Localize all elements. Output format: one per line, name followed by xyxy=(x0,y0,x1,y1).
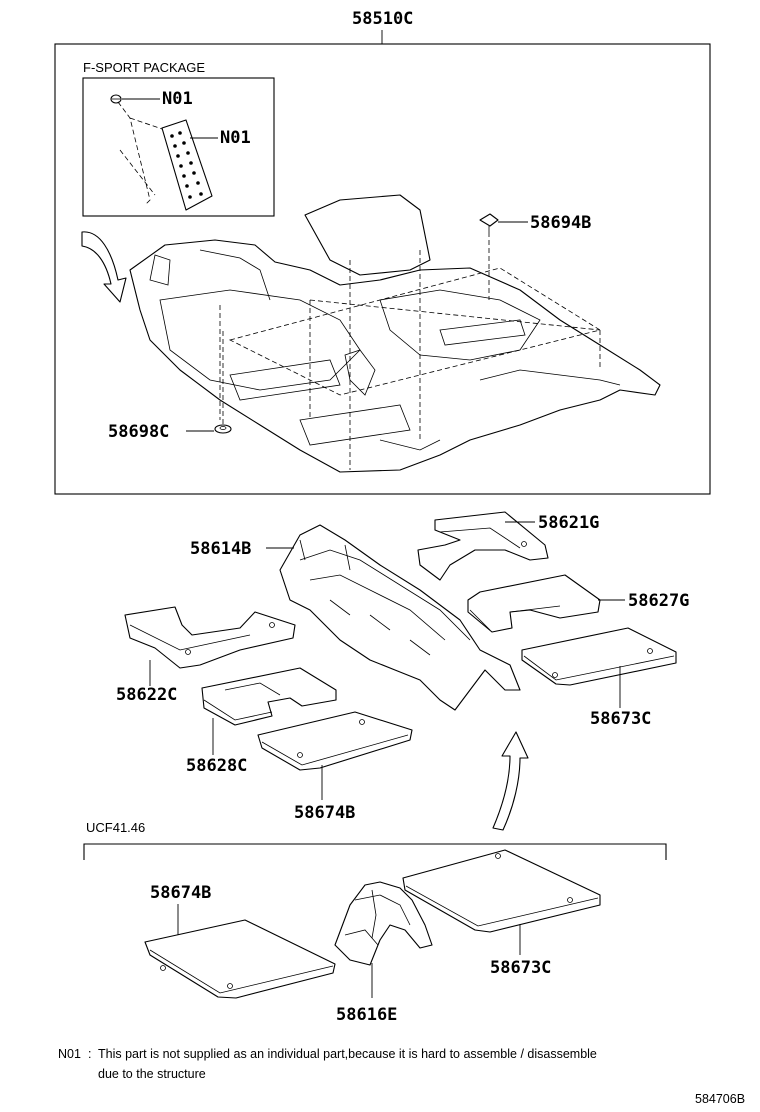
footrest-plate-icon xyxy=(117,101,213,211)
footnote-line-1: This part is not supplied as an individu… xyxy=(98,1047,597,1061)
footnote-line-2: due to the structure xyxy=(98,1067,206,1081)
n01-callout-1[interactable]: N01 xyxy=(162,89,193,109)
tunnel-silencer-illustration xyxy=(279,524,521,711)
figure-id: 584706B xyxy=(695,1092,745,1106)
rear-left-pad-callout[interactable]: 58628C xyxy=(186,756,247,776)
footnote-separator: : xyxy=(88,1047,91,1061)
footnote-code: N01 xyxy=(58,1047,81,1061)
clip-icon xyxy=(479,213,499,232)
n01-callout-2[interactable]: N01 xyxy=(220,128,251,148)
rear-right-pad-callout[interactable]: 58627G xyxy=(628,591,689,611)
right-silencer-illustration xyxy=(521,627,677,686)
right-silencer-callout[interactable]: 58673C xyxy=(590,709,651,729)
tunnel-callout[interactable]: 58614B xyxy=(190,539,251,559)
grommet-callout[interactable]: 58698C xyxy=(108,422,169,442)
rear-right-pad-illustration xyxy=(467,574,601,633)
rear-left-pad-illustration xyxy=(201,667,337,726)
fsport-package-box xyxy=(82,77,275,217)
fsport-package-title: F-SPORT PACKAGE xyxy=(83,60,205,75)
grommet-icon xyxy=(214,424,232,434)
front-left-pad-illustration xyxy=(124,606,296,669)
left-silencer-illustration xyxy=(257,711,413,771)
variant-center-part-illustration xyxy=(334,881,433,966)
variant-bracket xyxy=(83,843,667,860)
clip-callout[interactable]: 58694B xyxy=(530,213,591,233)
arrow-icon xyxy=(81,231,127,303)
variant-left-silencer-illustration xyxy=(144,919,336,999)
floor-carpet-assembly-illustration xyxy=(129,194,661,473)
arrow-up-icon xyxy=(492,731,529,831)
model-code-label: UCF41.46 xyxy=(86,820,145,835)
variant-right-silencer-illustration xyxy=(402,849,601,933)
assembly-frame xyxy=(54,43,711,495)
variant-center-part-callout[interactable]: 58616E xyxy=(336,1005,397,1025)
screw-icon xyxy=(110,94,122,104)
left-silencer-callout[interactable]: 58674B xyxy=(294,803,355,823)
assembly-part-number[interactable]: 58510C xyxy=(352,9,413,29)
front-left-pad-callout[interactable]: 58622C xyxy=(116,685,177,705)
variant-right-silencer-callout[interactable]: 58673C xyxy=(490,958,551,978)
front-right-pad-callout[interactable]: 58621G xyxy=(538,513,599,533)
front-right-pad-illustration xyxy=(417,511,549,581)
variant-left-silencer-callout[interactable]: 58674B xyxy=(150,883,211,903)
